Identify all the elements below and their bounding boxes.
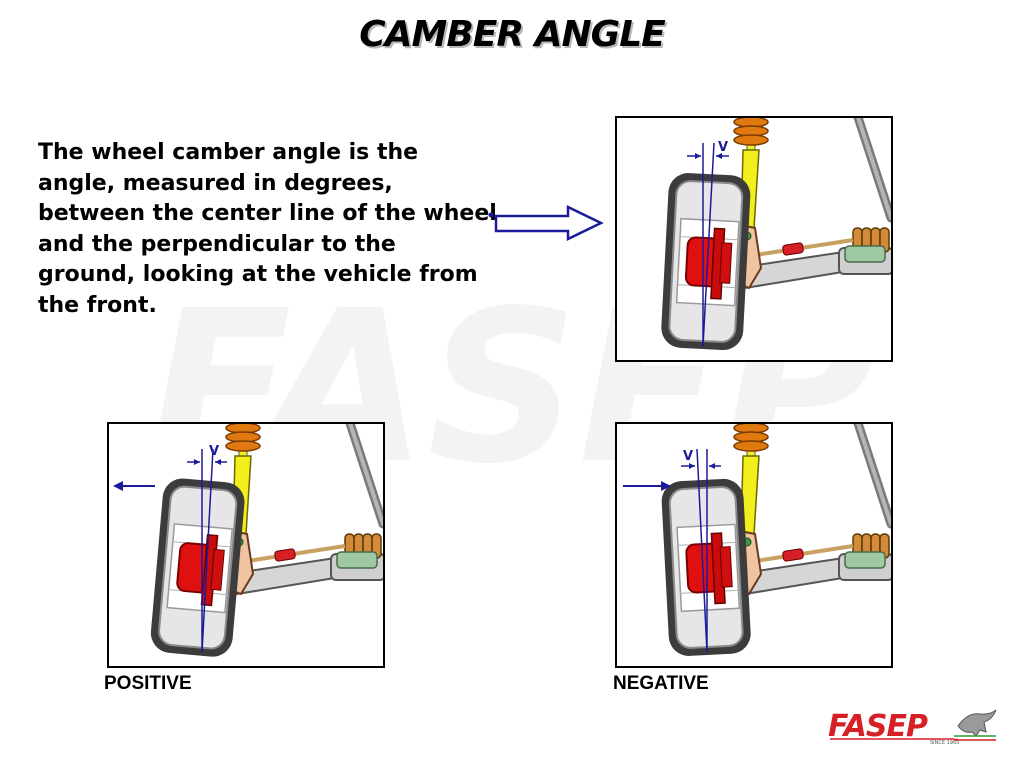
hollow-arrow-right-icon bbox=[488, 204, 604, 249]
svg-text:V: V bbox=[209, 444, 219, 459]
fasep-logo: FASEP SINCE 1965 bbox=[826, 706, 998, 751]
negative-caption: NEGATIVE bbox=[613, 673, 709, 694]
positive-caption: POSITIVE bbox=[104, 673, 192, 694]
camber-diagram-negative: V bbox=[615, 422, 893, 668]
arrow-right-icon bbox=[623, 481, 671, 491]
camber-definition: The wheel camber angle is the angle, mea… bbox=[38, 140, 497, 318]
svg-text:SINCE 1965: SINCE 1965 bbox=[930, 740, 959, 746]
angle-label-v: V bbox=[718, 140, 728, 155]
camber-diagram-main: V bbox=[615, 116, 893, 362]
camber-diagram-positive: V bbox=[107, 422, 385, 668]
svg-text:V: V bbox=[683, 449, 693, 464]
svg-text:FASEP: FASEP bbox=[828, 709, 928, 744]
panther-icon bbox=[957, 709, 997, 737]
tricolor-stripe-icon bbox=[954, 735, 996, 741]
page-title: CAMBER ANGLE bbox=[359, 14, 665, 55]
arrow-left-icon bbox=[113, 481, 155, 491]
